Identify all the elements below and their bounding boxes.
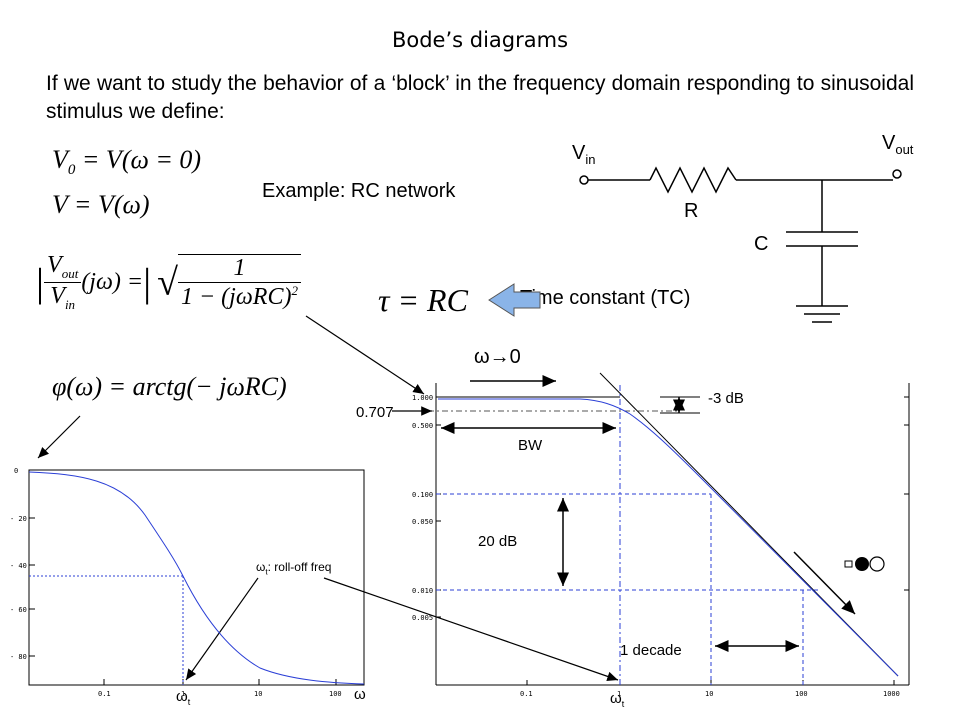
right-ytick-3: 0.050 [412,518,433,526]
tau-equation: τ = RC [378,282,468,318]
time-constant-label: Time constant (TC) [520,287,691,309]
phase-curve [28,471,365,685]
decade-label: 1 decade [620,642,682,659]
intro-text: If we want to study the behavior of a ‘b… [46,72,914,123]
left-xtick-1: 1 [181,690,185,698]
right-ytick-4: 0.010 [412,587,433,595]
capacitor-label: C [754,233,769,255]
left-omega-t-label: ωt [176,688,191,707]
right-ytick-5: 0.005 [412,614,433,622]
vin-terminal [579,175,589,185]
left-omega-axis-label: ω [354,686,366,703]
slope-arrow [793,551,856,615]
gain-pointer-arrow [305,315,425,395]
left-xtick-3: 100 [329,690,342,698]
v-equation: V = V(ω) [52,190,150,219]
right-omega-t-label: ωt [610,690,625,709]
right-xtick-3: 100 [795,690,808,698]
rc-circuit [579,166,902,323]
block-arrow [488,283,541,317]
level-707-label: 0.707 [356,404,394,421]
rolloff-pointer-left [185,577,259,681]
left-xtick-2: 10 [254,690,262,698]
minus3db-label: -3 dB [708,390,744,407]
right-xtick-2: 10 [705,690,713,698]
example-label: Example: RC network [262,180,456,202]
resistor-label: R [684,200,699,222]
right-xtick-1: 1 [617,690,621,698]
db20-label: 20 dB [478,533,518,550]
v0-equation: V0 = V(ω = 0) [52,145,202,179]
resistor-symbol [649,166,737,194]
right-ytick-0: 1.000 [412,394,433,402]
right-ytick-2: 0.100 [412,491,433,499]
rolloff-pointer-right [323,577,619,681]
left-ytick-2: - 40 [10,562,27,570]
right-xtick-4: 1000 [883,690,900,698]
phase-equation: φ(ω) = arctg(− jωRC) [52,372,287,401]
left-ytick-4: - 80 [10,653,27,661]
omega-zero-label: ω→0 [474,346,521,368]
left-ytick-1: - 20 [10,515,27,523]
phase-pointer-arrow [37,415,81,459]
vin-label: Vin [572,142,596,167]
right-xtick-0: 0.1 [520,690,533,698]
vout-terminal [892,169,902,179]
bw-label: BW [518,437,543,454]
vout-label: Vout [882,132,914,157]
page-title: Bode’s diagrams [391,28,569,52]
left-xtick-0: 0.1 [98,690,111,698]
rolloff-freq-label: ωt: roll-off freq [256,560,332,577]
left-ytick-3: - 60 [10,606,27,614]
gain-plot [392,372,910,686]
gain-curve [438,398,899,677]
slide-glyph-icon [844,556,885,572]
left-ytick-0: 0 [14,467,18,475]
phase-plot [28,469,365,686]
right-ytick-1: 0.500 [412,422,433,430]
